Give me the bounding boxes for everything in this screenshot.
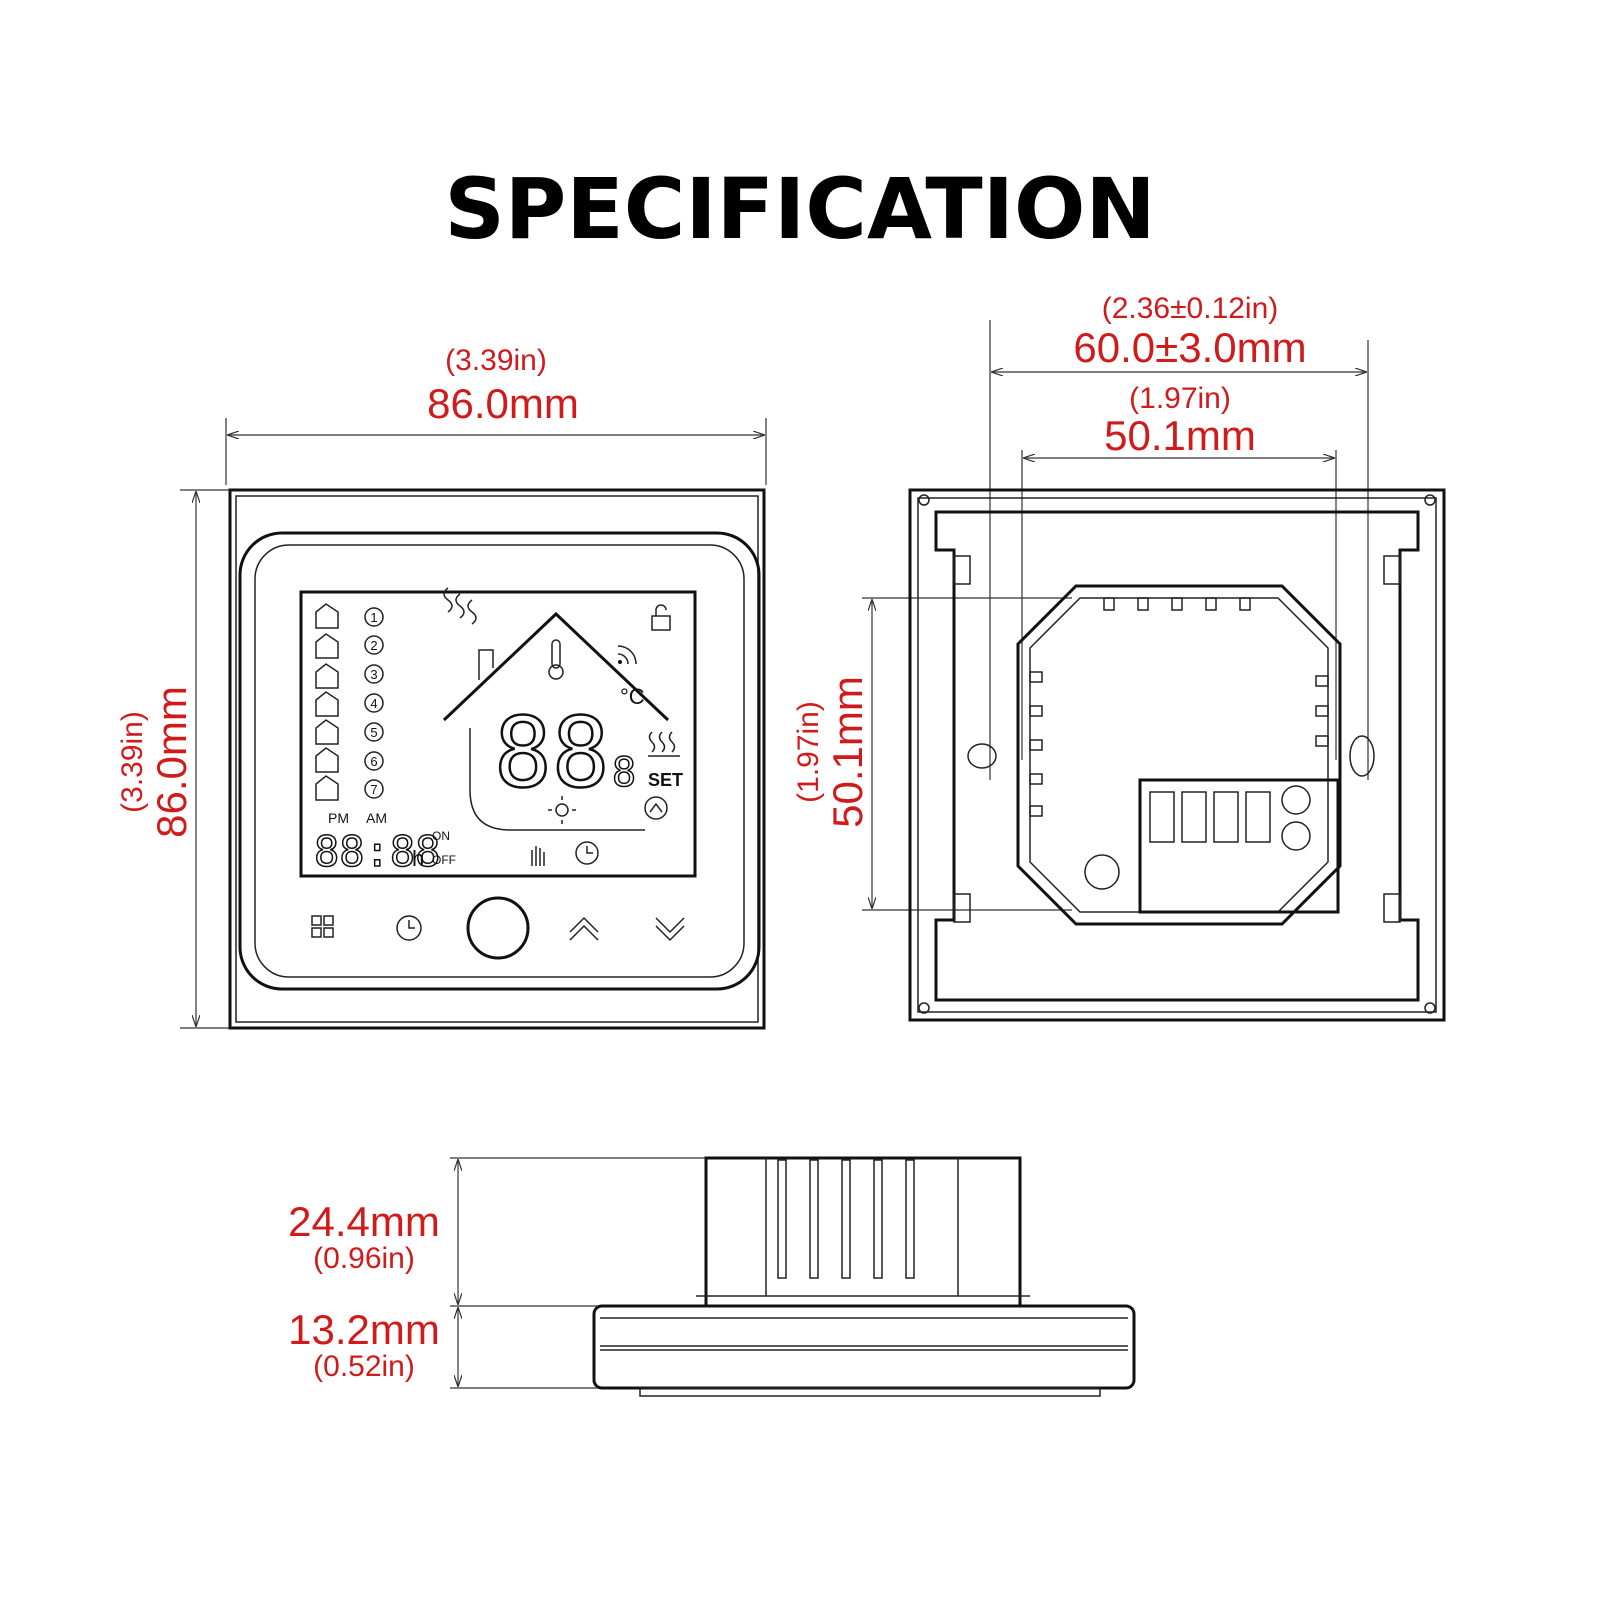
front-width-in: (3.39in) [445,344,547,377]
eco-icon [644,796,668,820]
back-recess [934,510,1420,1002]
tab-left-top [953,555,971,585]
fan-waves-icon [443,587,477,625]
program-4-circle [364,693,384,713]
depth2-mm: 13.2mm [288,1306,440,1353]
mode-evening-icon [315,775,339,801]
depth2-in: (0.52in) [313,1350,415,1383]
front-glass-inner [254,544,745,978]
program-2-circle [364,635,384,655]
top-pins [1103,597,1251,611]
program-numbers: 1 2 3 4 5 6 7 [364,607,384,799]
program-6: 6 [370,754,377,769]
hour-unit: h [412,846,424,871]
front-glass-panel [238,531,761,991]
terminal-screw-bottom [1281,821,1311,851]
on-label: ON [432,829,450,843]
back-outer-mm: 60.0±3.0mm [1073,324,1306,371]
back-inner-in: (1.97in) [1129,382,1231,415]
side-back-module [704,1156,1022,1308]
house-roof-icon [442,611,670,722]
house-wall [469,728,645,831]
left-pins [1029,671,1043,817]
back-screw-hole [1084,854,1120,890]
back-view: (2.36±0.12in) 60.0±3.0mm (1.97in) 50.1mm… [792,292,1446,1022]
temperature-decimal: 8 [612,750,636,796]
off-label: OFF [432,853,456,867]
power-button[interactable] [466,896,530,960]
temperature-digits: 88 [494,697,610,809]
terminal-block [1138,778,1340,914]
mount-hole-right [1349,735,1375,777]
down-button[interactable] [655,917,685,942]
program-6-circle [364,751,384,771]
program-1-circle [364,607,384,627]
sun-icon [548,796,576,824]
screw-top-left [918,494,930,506]
mode-home-icon [315,603,339,629]
back-height-in: (1.97in) [792,701,825,803]
lcd-clock-icon [575,841,599,865]
program-7-circle [364,779,384,799]
clock-button[interactable] [396,915,422,941]
program-2: 2 [370,638,377,653]
front-height-in: (3.39in) [116,711,149,813]
back-module-inner [1029,597,1329,913]
front-outer-frame [228,488,766,1030]
program-5: 5 [370,725,377,740]
right-pins [1315,675,1329,747]
program-mode-icons [315,603,339,801]
back-plate-edge [917,497,1437,1013]
lock-icon [651,604,671,631]
tab-right-top [1383,555,1401,585]
mode-away-icon [315,633,339,659]
program-5-circle [364,722,384,742]
tab-right-bottom [1383,893,1401,923]
terminal-screw-top [1281,785,1311,815]
back-outer-in: (2.36±0.12in) [1102,292,1279,325]
front-view: (3.39in) 86.0mm (3.39in) 86.0mm [116,344,767,1030]
depth1-in: (0.96in) [313,1242,415,1275]
program-3: 3 [370,667,377,682]
front-width-mm: 86.0mm [427,380,579,427]
front-height-mm: 86.0mm [148,686,195,838]
screw-top-right [1424,494,1436,506]
manual-hand-icon [531,846,545,866]
celsius-unit: °C [620,684,645,709]
mode-leave-icon [315,719,339,745]
am-label: AM [366,810,387,826]
mount-hole-left [967,743,997,769]
side-bottom-lip [639,1387,1101,1397]
back-inner-mm: 50.1mm [1104,412,1256,459]
menu-button[interactable] [311,915,334,938]
lcd-screen [299,590,697,878]
side-view: 24.4mm (0.96in) 13.2mm (0.52in) [288,1156,1136,1397]
tab-left-bottom [953,893,971,923]
pm-label: PM [328,810,349,826]
page-title: SPECIFICATION [444,160,1155,258]
program-1: 1 [370,610,377,625]
heating-icon [648,731,680,757]
set-label: SET [648,770,683,790]
mode-return-icon [315,747,339,773]
side-pins [777,1159,915,1279]
terminal-slots [1149,791,1271,843]
house-chimney [478,649,494,680]
wifi-icon [617,645,637,665]
back-module-body [1016,584,1342,926]
screw-bottom-right [1424,1002,1436,1014]
program-4: 4 [370,696,377,711]
program-3-circle [364,664,384,684]
mode-sleep-icon [315,663,339,689]
back-height-mm: 50.1mm [824,676,871,828]
thermometer-icon [548,639,564,680]
depth1-mm: 24.4mm [288,1198,440,1245]
up-button[interactable] [569,916,599,941]
mode-wake-icon [315,691,339,717]
screw-bottom-left [918,1002,930,1014]
program-7: 7 [370,782,377,797]
time-digits: 88:88 [314,827,440,876]
back-outer-plate [908,488,1446,1022]
